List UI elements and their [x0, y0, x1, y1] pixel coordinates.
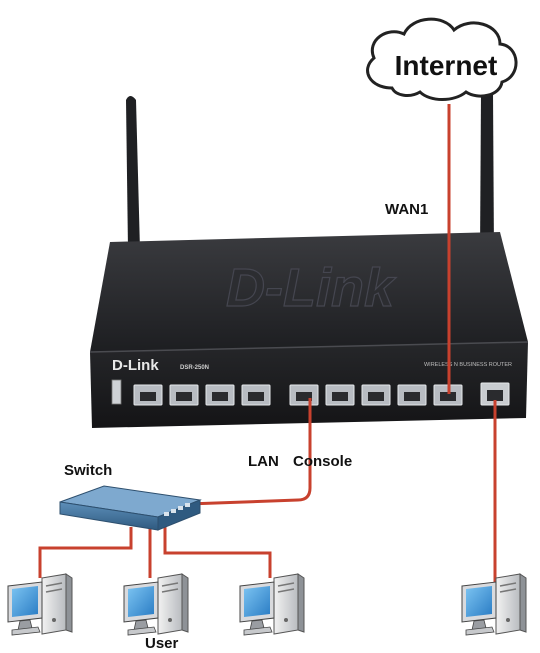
router-model: DSR-250N — [180, 365, 209, 371]
internet-label: Internet — [395, 50, 498, 81]
router: D-Link D-Link DSR-250N WIRELESS N BUSINE… — [89, 232, 529, 428]
antenna-right — [480, 88, 494, 255]
desktop-computer-icon — [239, 573, 305, 636]
pc3-cable — [163, 527, 272, 578]
desktop-computer-icon — [123, 573, 189, 636]
network-switch-icon — [59, 485, 202, 531]
desktop-computer-icon — [7, 573, 73, 636]
router-brand-logo: D-Link — [112, 357, 159, 374]
usb-port — [111, 379, 122, 405]
lan-label: LAN — [248, 453, 279, 470]
router-tagline: WIRELESS N BUSINESS ROUTER — [424, 362, 512, 368]
cloud-icon — [366, 17, 518, 101]
antenna-left — [126, 96, 140, 250]
desktop-computer-icon — [461, 573, 527, 636]
pc1-cable — [38, 527, 133, 578]
cables — [38, 104, 497, 598]
console-label: Console — [293, 453, 352, 470]
user-label: User — [145, 635, 179, 652]
switch-label: Switch — [64, 462, 112, 479]
lan-cable — [175, 398, 312, 507]
router-embossed-logo: D-Link — [226, 258, 397, 318]
wan-label: WAN1 — [385, 201, 428, 218]
